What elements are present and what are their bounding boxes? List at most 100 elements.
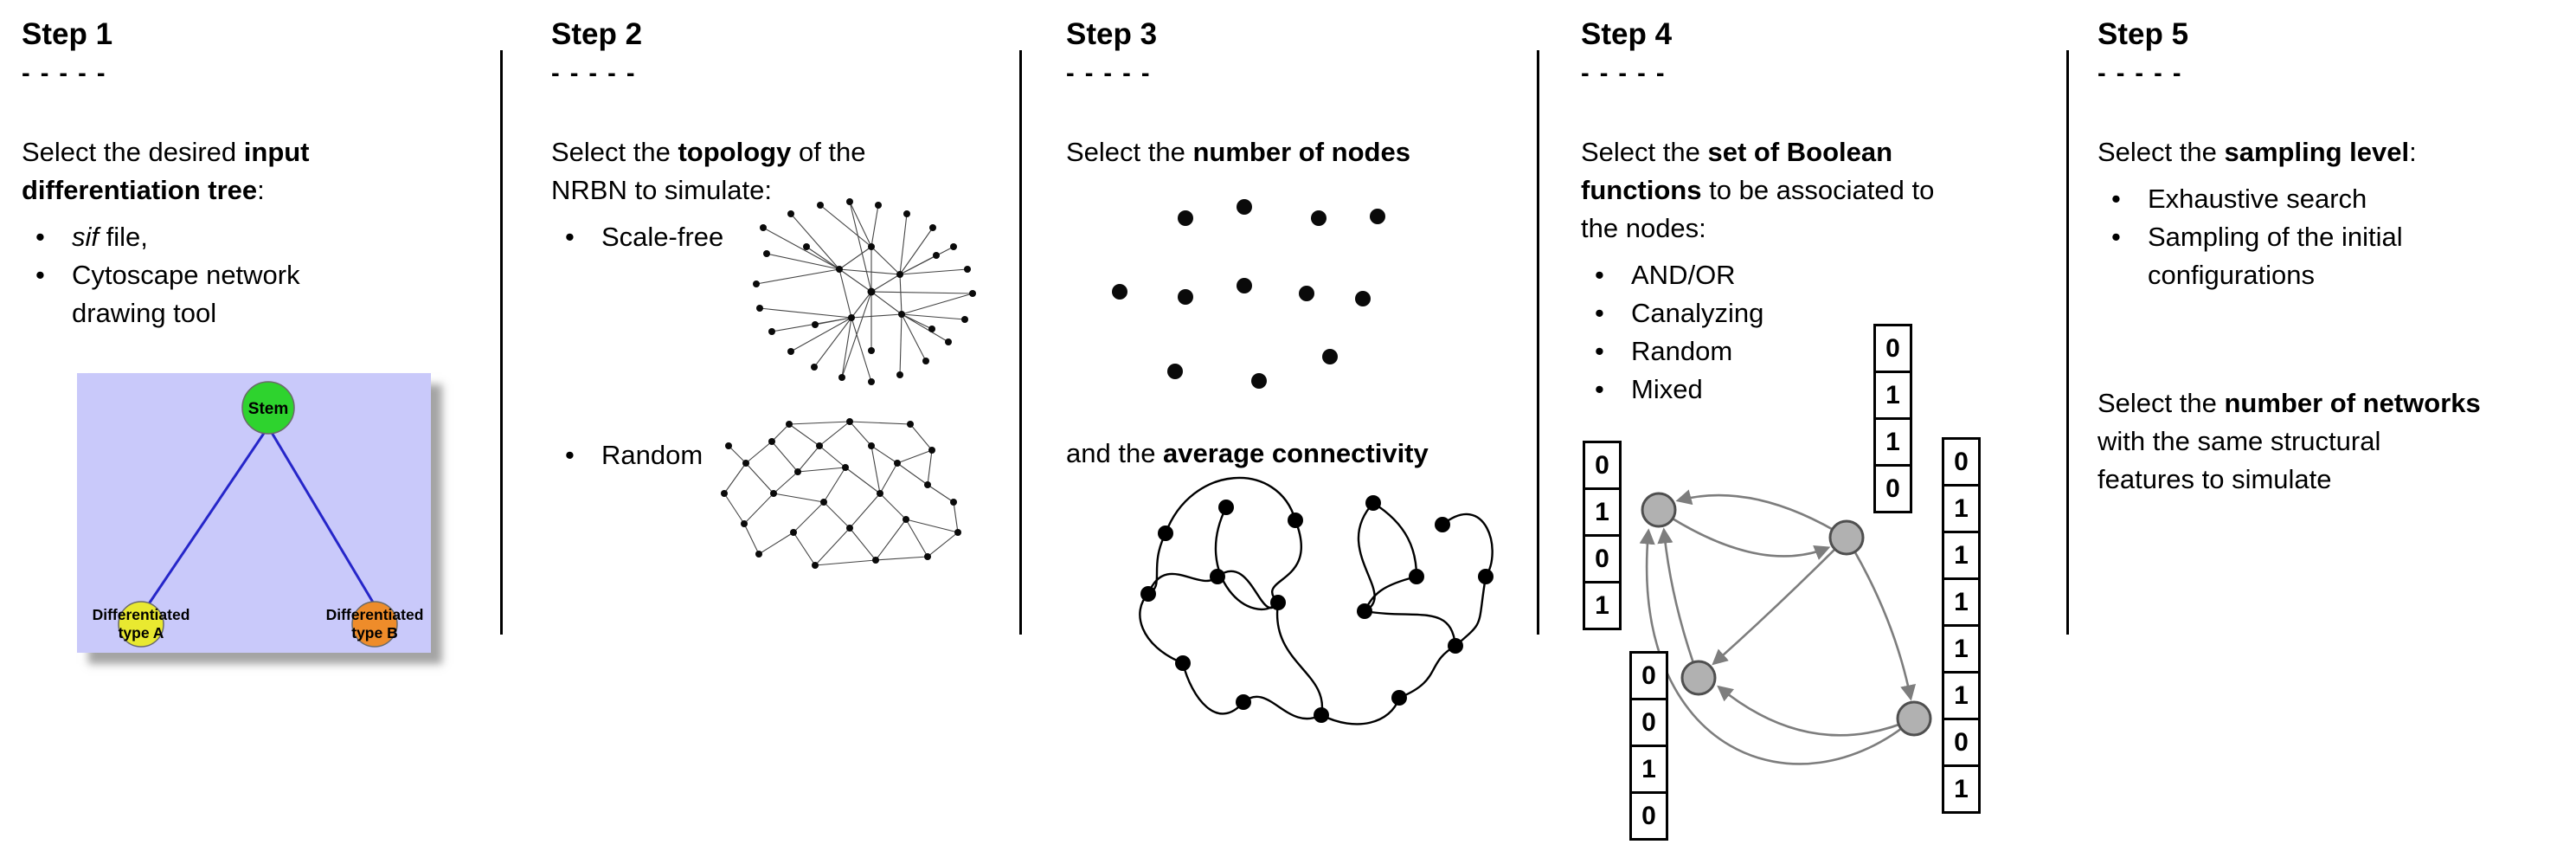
table-cell: 0 — [1942, 437, 1981, 487]
tree-edge-left — [146, 426, 270, 606]
step-4-intro: Select the set of Boolean functions to b… — [1581, 133, 1979, 248]
table-cell: 1 — [1583, 581, 1622, 630]
step-2-column: Step 2 - - - - - Select the topology of … — [551, 0, 1001, 851]
step-1-intro-prefix: Select the desired — [22, 137, 244, 167]
boolean-table-bottom-left: 0 0 1 0 — [1629, 651, 1668, 841]
step-3-column: Step 3 - - - - - Select the number of no… — [1066, 0, 1533, 851]
bullet-and-or: AND/OR — [1581, 256, 2061, 294]
step-4-intro-prefix: Select the — [1581, 137, 1708, 167]
step-1-intro-suffix: : — [257, 175, 265, 205]
step-3-intro-prefix: Select the — [1066, 137, 1193, 167]
step-3-second-prefix: and the — [1066, 438, 1164, 468]
table-cell: 1 — [1942, 531, 1981, 580]
step-3-intro: Select the number of nodes — [1066, 133, 1533, 171]
table-cell: 0 — [1583, 534, 1622, 583]
random-text: Random — [601, 440, 703, 470]
step-2-dashes: - - - - - — [551, 60, 637, 87]
bullet-exhaustive: Exhaustive search — [2097, 180, 2470, 218]
step-5-second-bold: number of networks — [2224, 388, 2481, 418]
and-or-text: AND/OR — [1631, 260, 1736, 290]
step-4-bullet-list: AND/OR Canalyzing Random Mixed — [1581, 256, 2061, 409]
table-cell: 0 — [1942, 718, 1981, 767]
step-1-bullet-list: sif file, Cytoscape network drawing tool — [22, 218, 324, 332]
table-cell: 0 — [1629, 791, 1668, 841]
sif-text: file, — [99, 222, 148, 252]
scale-free-edges — [755, 201, 973, 383]
bullet-canalyzing: Canalyzing — [1581, 294, 2061, 332]
step-3-title: Step 3 — [1066, 17, 1158, 51]
table-cell: 1 — [1873, 417, 1912, 467]
column-divider-4 — [2066, 50, 2069, 635]
bullet-mixed: Mixed — [1581, 371, 2061, 409]
bullet-cytoscape: Cytoscape network drawing tool — [22, 256, 324, 332]
bullet-random: Random — [551, 436, 1001, 474]
step-4-dashes: - - - - - — [1581, 60, 1667, 87]
cytoscape-text: Cytoscape network drawing tool — [72, 260, 300, 328]
table-cell: 0 — [1629, 698, 1668, 747]
step-2-intro: Select the topology of the NRBN to simul… — [551, 133, 915, 210]
table-cell: 0 — [1583, 441, 1622, 490]
table-cell: 1 — [1873, 371, 1912, 420]
step-3-dashes: - - - - - — [1066, 60, 1152, 87]
step-5-intro: Select the sampling level: — [2097, 133, 2569, 171]
table-cell: 1 — [1942, 577, 1981, 627]
random-network-graphic — [721, 418, 961, 569]
step-1-dashes: - - - - - — [22, 60, 107, 87]
step-5-intro-prefix: Select the — [2097, 137, 2225, 167]
step-2-intro-suffix: of the NRBN to simulate: — [551, 137, 866, 205]
step-5-second-text: Select the number of networks with the s… — [2097, 384, 2483, 499]
bullet-sif-file: sif file, — [22, 218, 324, 256]
gene-node-1 — [1641, 492, 1677, 528]
step-4-title: Step 4 — [1581, 17, 1673, 51]
boolean-table-right: 0 1 1 1 1 1 0 1 — [1942, 437, 1981, 814]
scattered-dots — [1112, 199, 1385, 389]
random-nodes — [721, 418, 961, 569]
step-4-intro-bold: set of Boolean functions — [1581, 137, 1893, 205]
type-b-label-line2: type B — [351, 624, 397, 641]
table-cell: 1 — [1629, 745, 1668, 794]
stem-node — [241, 381, 295, 435]
connected-edges — [1139, 476, 1494, 725]
step-5-second-prefix: Select the — [2097, 388, 2225, 418]
step-1-column: Step 1 - - - - - Select the desired inpu… — [22, 0, 480, 851]
step-3-second-bold: average connectivity — [1163, 438, 1429, 468]
tree-edge-right — [267, 426, 376, 606]
type-a-label-line1: Differentiated — [93, 606, 190, 623]
type-b-node — [351, 601, 398, 648]
table-cell: 1 — [1942, 484, 1981, 533]
step-5-title: Step 5 — [2097, 17, 2189, 51]
bullet-scale-free: Scale-free — [551, 218, 1001, 256]
table-cell: 0 — [1873, 324, 1912, 373]
step-1-intro-bold: input differentiation tree — [22, 137, 310, 205]
table-cell: 0 — [1629, 651, 1668, 700]
boolean-network-nodes — [1641, 492, 1932, 737]
boolean-network-graphic — [1639, 489, 1932, 765]
table-cell: 1 — [1942, 764, 1981, 814]
step-2-bullet-list: Scale-free Random — [551, 218, 1001, 474]
step-2-intro-bold: topology — [678, 137, 792, 167]
gene-node-4 — [1896, 700, 1932, 737]
gene-node-2 — [1828, 519, 1865, 556]
step-5-intro-suffix: : — [2409, 137, 2417, 167]
connected-network-graphic — [1139, 476, 1494, 725]
scale-free-nodes — [753, 198, 976, 385]
connected-dots — [1140, 495, 1494, 723]
step-3-intro-bold: number of nodes — [1192, 137, 1410, 167]
column-divider-1 — [500, 50, 503, 635]
step-5-second-suffix: with the same structural features to sim… — [2097, 426, 2381, 494]
stem-label: Stem — [248, 400, 288, 418]
scattered-nodes-graphic — [1112, 199, 1385, 389]
differentiation-tree-graphic: Stem Differentiated type A Differentiate… — [77, 373, 431, 653]
table-cell: 0 — [1873, 464, 1912, 513]
table-cell: 1 — [1583, 487, 1622, 537]
bullet-sampling: Sampling of the initial configurations — [2097, 218, 2470, 294]
step-4-intro-suffix: to be associated to the nodes: — [1581, 175, 1935, 243]
step-3-second-text: and the average connectivity — [1066, 435, 1533, 473]
step-2-intro-prefix: Select the — [551, 137, 678, 167]
scale-free-text: Scale-free — [601, 222, 724, 252]
canalyzing-text: Canalyzing — [1631, 298, 1764, 328]
type-a-node — [118, 601, 164, 648]
sampling-text: Sampling of the initial configurations — [2148, 222, 2403, 290]
gene-node-3 — [1680, 660, 1717, 696]
type-a-label-line2: type A — [119, 624, 164, 641]
